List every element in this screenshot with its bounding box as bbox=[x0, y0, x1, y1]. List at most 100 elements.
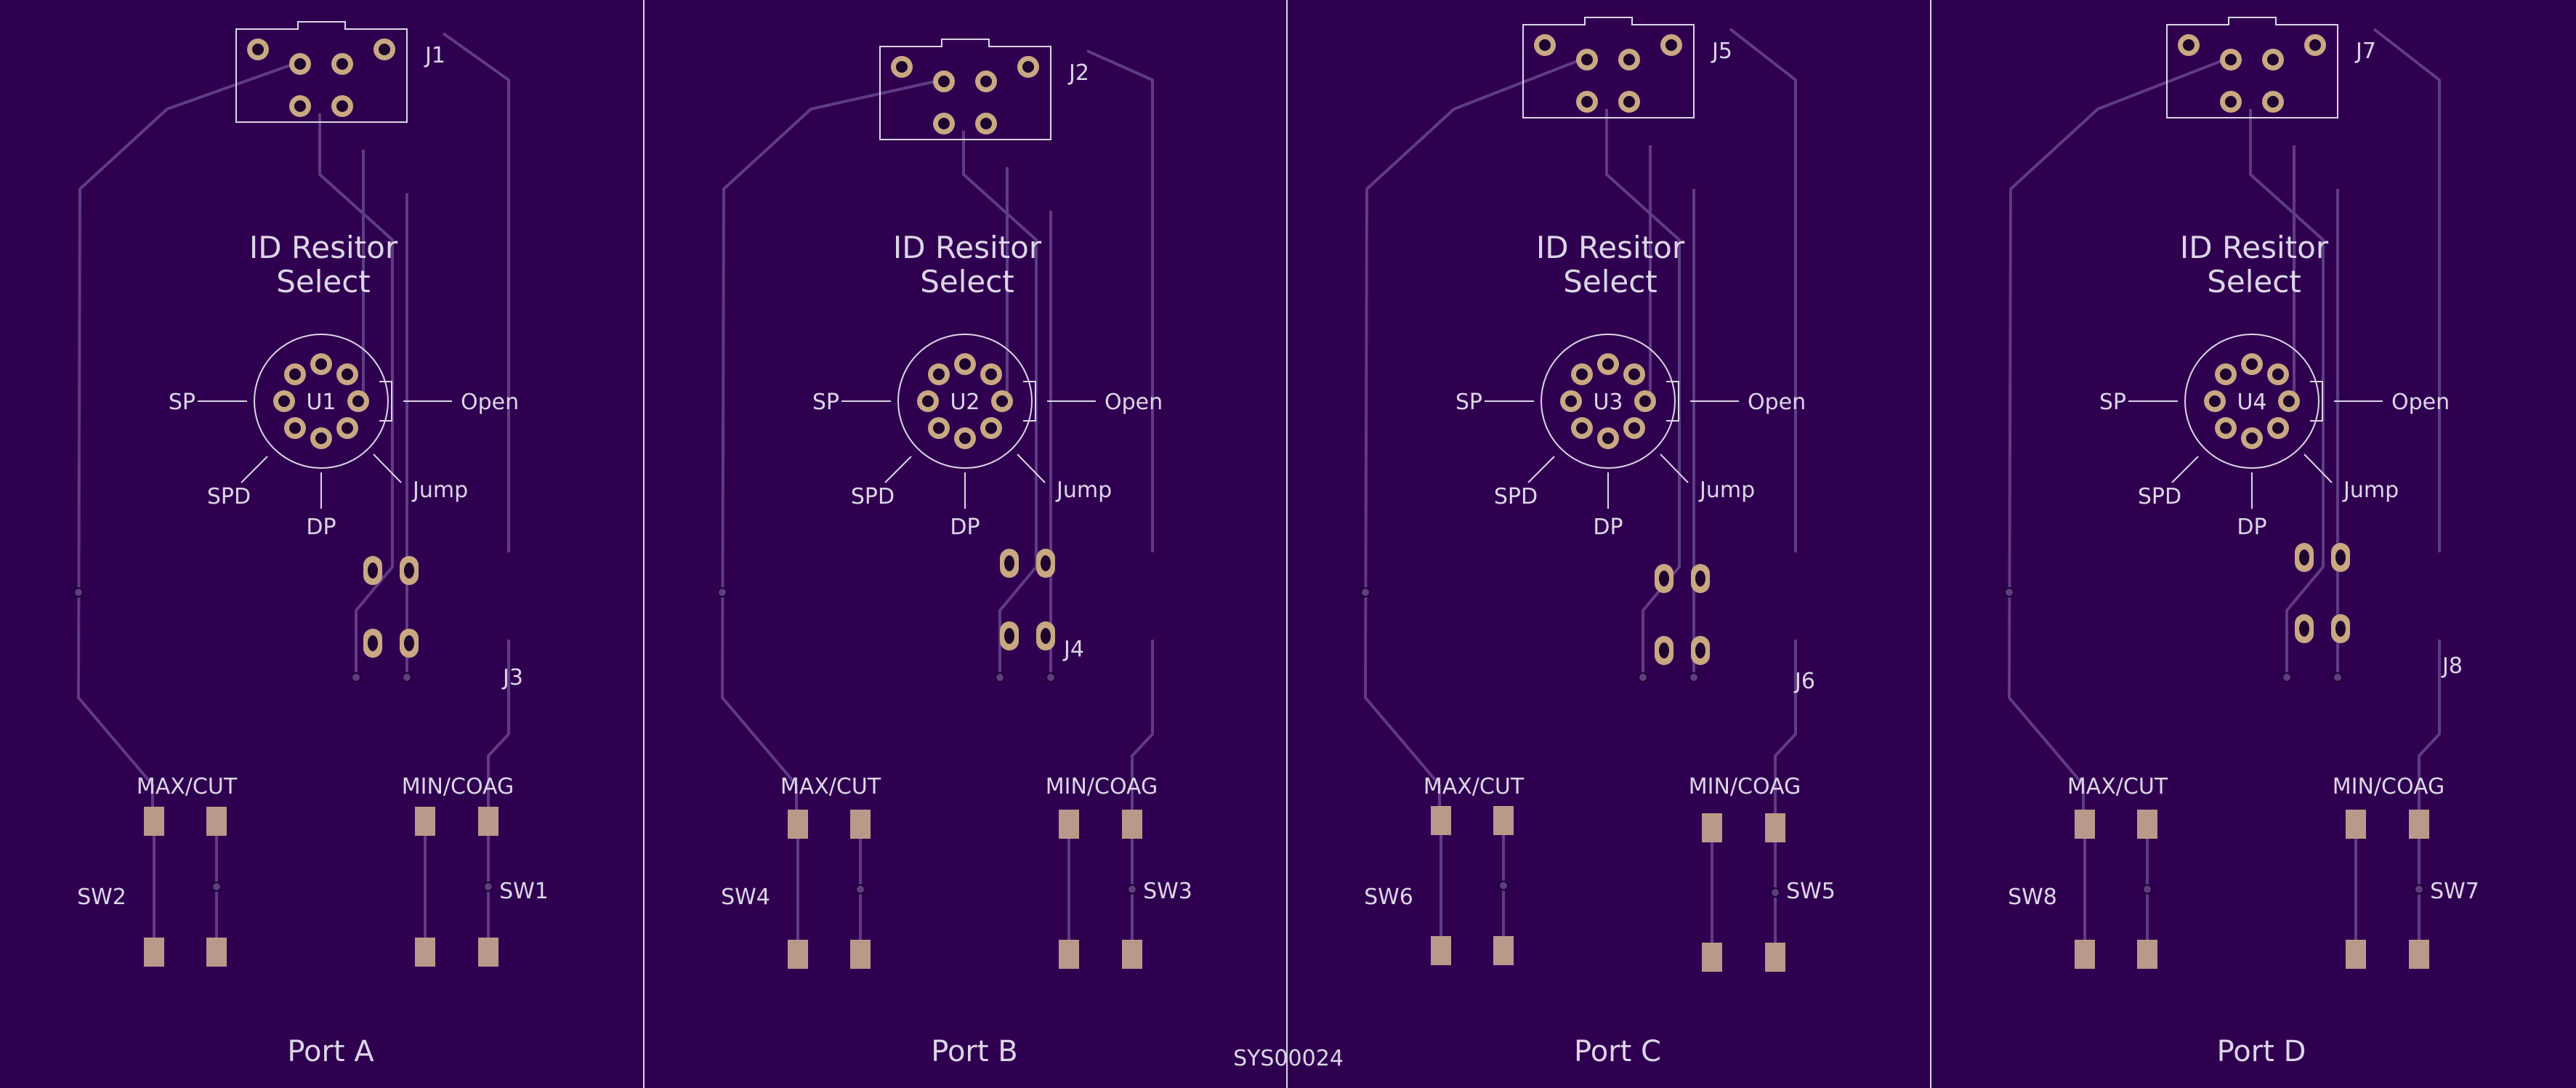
trace-left-loop bbox=[721, 78, 942, 821]
switch-via bbox=[483, 882, 493, 892]
switch-outline bbox=[897, 334, 1033, 469]
switch-pad bbox=[850, 940, 871, 969]
jumper-drill bbox=[1659, 642, 1669, 658]
id-title-line1: ID Resitor bbox=[2180, 230, 2329, 265]
id-title-line2: Select bbox=[1563, 264, 1658, 299]
switch-pin-drill bbox=[2272, 422, 2284, 434]
switch-pad bbox=[206, 807, 227, 836]
port-title: Port A bbox=[287, 1035, 374, 1068]
jumper-ref-label: J3 bbox=[501, 665, 523, 690]
switch-pin-drill bbox=[315, 358, 327, 370]
switch-pin-drill bbox=[1576, 422, 1588, 434]
id-title-line2: Select bbox=[920, 264, 1014, 299]
jumper-ref-label: J4 bbox=[1062, 637, 1084, 662]
connector-pin-drill bbox=[2225, 96, 2237, 108]
connector-ref-label: J1 bbox=[424, 43, 445, 68]
trace-connector-right bbox=[1086, 49, 1154, 552]
jumper-drill bbox=[1004, 628, 1014, 644]
label-open: Open bbox=[2391, 390, 2450, 415]
connector-pin-drill bbox=[1581, 96, 1593, 108]
max-cut-label: MAX/CUT bbox=[780, 774, 881, 799]
traces bbox=[2008, 28, 2441, 952]
switch-via bbox=[2142, 884, 2152, 895]
switch-pin-drill bbox=[933, 368, 945, 380]
rotary-switch-8pos-icon bbox=[254, 334, 392, 469]
switch-pin-drill bbox=[289, 422, 301, 434]
connector-6pin-icon bbox=[235, 21, 408, 123]
label-dp: DP bbox=[950, 515, 980, 540]
id-title-line1: ID Resitor bbox=[249, 230, 398, 265]
connector-pin-drill bbox=[1623, 54, 1635, 65]
connector-pin-drill bbox=[2267, 96, 2279, 108]
label-open: Open bbox=[461, 390, 519, 415]
switch-pin-drill bbox=[959, 358, 971, 370]
jumper-2x2-icon bbox=[1000, 549, 1055, 650]
jumper-drill bbox=[1695, 642, 1705, 658]
switch-pin-drill bbox=[1565, 395, 1577, 407]
trace-jumper-down bbox=[1131, 640, 1154, 821]
connector-outline bbox=[235, 21, 408, 123]
min-switch-ref-label: SW1 bbox=[499, 879, 549, 904]
min-coag-label: MIN/COAG bbox=[402, 774, 514, 799]
switch-pin-drill bbox=[2220, 368, 2232, 380]
via bbox=[995, 672, 1005, 682]
via bbox=[351, 672, 361, 682]
label-dp: DP bbox=[1593, 515, 1623, 540]
switch-pad bbox=[1431, 806, 1451, 835]
switch-pin-drill bbox=[922, 395, 934, 407]
connector-pin-drill bbox=[1665, 39, 1677, 51]
switch-pad bbox=[415, 938, 435, 967]
switch-pad bbox=[1702, 943, 1722, 972]
switch-pad bbox=[850, 810, 871, 839]
connector-pin-drill bbox=[2309, 39, 2321, 51]
switch-pad bbox=[1702, 813, 1722, 842]
leader-lines bbox=[1485, 400, 1739, 509]
label-sp: SP bbox=[812, 390, 839, 415]
label-sp: SP bbox=[169, 390, 195, 415]
switch-pin-drill bbox=[2246, 432, 2258, 444]
label-dp: DP bbox=[306, 515, 336, 540]
switch-key bbox=[2310, 381, 2323, 422]
leader-jump bbox=[1017, 454, 1046, 483]
switch-pin-drill bbox=[959, 432, 971, 444]
jumper-ref-label: J6 bbox=[1793, 669, 1815, 694]
jumper-2x2-icon bbox=[2295, 543, 2350, 643]
connector-pin-drill bbox=[336, 100, 348, 112]
min-switch-ref-label: SW3 bbox=[1143, 879, 1192, 904]
connector-ref-label: J5 bbox=[1711, 39, 1732, 64]
connector-pin-drill bbox=[980, 76, 992, 87]
switch-pin-drill bbox=[278, 395, 290, 407]
switch-pin-drill bbox=[2272, 368, 2284, 380]
via bbox=[2333, 672, 2343, 682]
switch-pin-drill bbox=[2209, 395, 2221, 407]
trace-connector-right bbox=[1729, 28, 1797, 552]
jumper-drill bbox=[1659, 571, 1669, 587]
switch-pin-drill bbox=[2246, 358, 2258, 370]
via bbox=[717, 587, 727, 597]
rotary-switch-8pos-icon bbox=[2184, 334, 2323, 469]
max-switch-ref-label: SW4 bbox=[721, 884, 770, 910]
switch-pad bbox=[1122, 810, 1142, 839]
max-cut-label: MAX/CUT bbox=[2067, 774, 2168, 799]
tactile-switch-4pad-icon bbox=[788, 810, 871, 969]
via bbox=[1360, 587, 1370, 597]
min-coag-label: MIN/COAG bbox=[2333, 774, 2445, 799]
connector-pin-drill bbox=[938, 76, 950, 87]
switch-pad bbox=[1765, 813, 1785, 842]
switch-key bbox=[379, 381, 392, 422]
switch-pin-drill bbox=[1628, 422, 1640, 434]
switch-pad bbox=[2137, 940, 2157, 969]
leader-spd bbox=[2171, 456, 2199, 483]
label-jump: Jump bbox=[1055, 477, 1112, 503]
switch-pad bbox=[1765, 943, 1785, 972]
jumper-drill bbox=[2299, 549, 2309, 565]
label-spd: SPD bbox=[207, 484, 251, 509]
switch-pad bbox=[144, 938, 164, 967]
tactile-switch-4pad-icon bbox=[2075, 810, 2157, 969]
switch-pad bbox=[478, 807, 498, 836]
label-open: Open bbox=[1105, 390, 1163, 415]
trace-left-loop bbox=[1364, 57, 1586, 821]
connector-pin-drill bbox=[2225, 54, 2237, 65]
